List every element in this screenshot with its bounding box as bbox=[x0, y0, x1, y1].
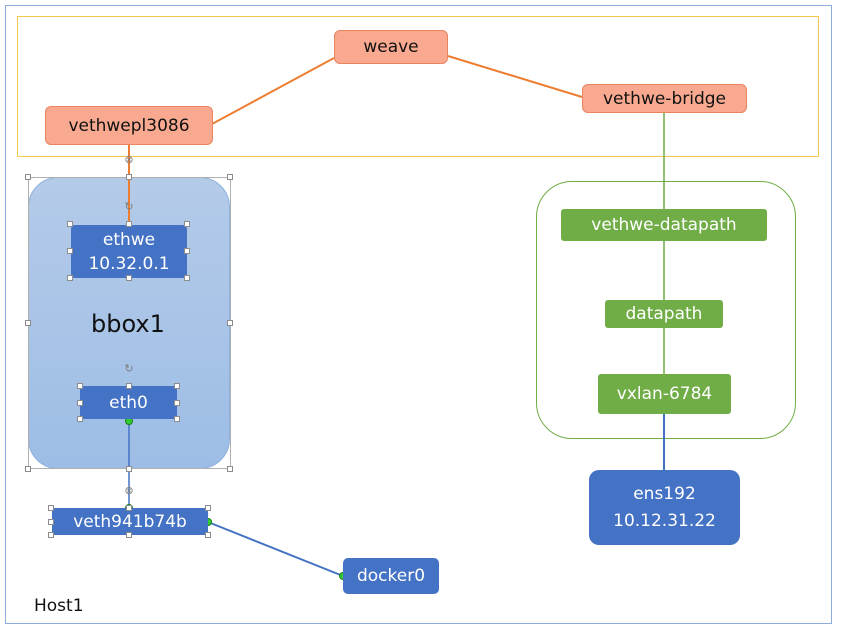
vethwepl-label: vethwepl3086 bbox=[68, 115, 190, 136]
resize-handle[interactable] bbox=[227, 320, 233, 326]
ethwe-node[interactable]: ethwe 10.32.0.1 bbox=[71, 225, 187, 278]
resize-handle[interactable] bbox=[126, 532, 132, 538]
ethwe-name: ethwe bbox=[102, 229, 156, 250]
connector-end-icon[interactable]: ⊗ bbox=[124, 153, 134, 166]
resize-handle[interactable] bbox=[227, 466, 233, 472]
rotate-handle-icon[interactable]: ↻ bbox=[124, 362, 134, 375]
host-frame bbox=[5, 5, 832, 624]
rotate-handle-icon[interactable]: ↻ bbox=[124, 200, 134, 213]
resize-handle[interactable] bbox=[25, 174, 31, 180]
link-weave-vethwe-bridge bbox=[447, 55, 583, 98]
resize-handle[interactable] bbox=[25, 320, 31, 326]
vxlan-node[interactable]: vxlan-6784 bbox=[598, 374, 731, 414]
ens192-name: ens192 bbox=[633, 483, 696, 504]
resize-handle[interactable] bbox=[77, 383, 83, 389]
resize-handle[interactable] bbox=[126, 174, 132, 180]
vethwepl-node[interactable]: vethwepl3086 bbox=[45, 106, 213, 145]
resize-handle[interactable] bbox=[184, 248, 190, 254]
resize-handle[interactable] bbox=[67, 275, 73, 281]
resize-handle[interactable] bbox=[205, 532, 211, 538]
resize-handle[interactable] bbox=[126, 505, 132, 511]
vethwe-bridge-label: vethwe-bridge bbox=[602, 88, 726, 109]
resize-handle[interactable] bbox=[174, 400, 180, 406]
ens192-ip: 10.12.31.22 bbox=[613, 510, 716, 531]
resize-handle[interactable] bbox=[77, 400, 83, 406]
ens192-node[interactable]: ens192 10.12.31.22 bbox=[589, 470, 740, 545]
datapath-label: datapath bbox=[625, 304, 703, 324]
resize-handle[interactable] bbox=[184, 275, 190, 281]
datapath-frame bbox=[536, 181, 796, 439]
docker0-node[interactable]: docker0 bbox=[343, 558, 439, 594]
resize-handle[interactable] bbox=[126, 466, 132, 472]
weave-node[interactable]: weave bbox=[334, 30, 448, 64]
vxlan-label: vxlan-6784 bbox=[616, 384, 713, 404]
veth-label: veth941b74b bbox=[73, 511, 187, 532]
bbox1-label: bbox1 bbox=[91, 310, 165, 338]
resize-handle[interactable] bbox=[67, 248, 73, 254]
host-label: Host1 bbox=[34, 596, 84, 616]
eth0-label: eth0 bbox=[109, 392, 148, 413]
link-veth-docker0 bbox=[207, 521, 344, 577]
ethwe-ip: 10.32.0.1 bbox=[88, 253, 170, 274]
vethwe-bridge-node[interactable]: vethwe-bridge bbox=[582, 84, 747, 113]
resize-handle[interactable] bbox=[77, 416, 83, 422]
eth0-node[interactable]: eth0 bbox=[80, 386, 177, 419]
resize-handle[interactable] bbox=[126, 275, 132, 281]
connector-end-icon[interactable]: ⊗ bbox=[124, 484, 134, 497]
resize-handle[interactable] bbox=[126, 221, 132, 227]
resize-handle[interactable] bbox=[174, 416, 180, 422]
docker0-label: docker0 bbox=[356, 566, 426, 586]
resize-handle[interactable] bbox=[48, 532, 54, 538]
resize-handle[interactable] bbox=[227, 174, 233, 180]
resize-handle[interactable] bbox=[67, 221, 73, 227]
vethwe-datapath-node[interactable]: vethwe-datapath bbox=[561, 209, 767, 241]
vethwe-datapath-label: vethwe-datapath bbox=[591, 215, 737, 235]
resize-handle[interactable] bbox=[25, 466, 31, 472]
resize-handle[interactable] bbox=[184, 221, 190, 227]
resize-handle[interactable] bbox=[174, 383, 180, 389]
weave-bridge-frame bbox=[17, 16, 819, 157]
veth-node[interactable]: veth941b74b bbox=[52, 508, 208, 535]
datapath-node[interactable]: datapath bbox=[605, 300, 723, 328]
resize-handle[interactable] bbox=[205, 505, 211, 511]
resize-handle[interactable] bbox=[126, 383, 132, 389]
resize-handle[interactable] bbox=[48, 505, 54, 511]
link-vethwepl-weave bbox=[211, 57, 335, 125]
resize-handle[interactable] bbox=[48, 519, 54, 525]
weave-label: weave bbox=[363, 37, 419, 57]
